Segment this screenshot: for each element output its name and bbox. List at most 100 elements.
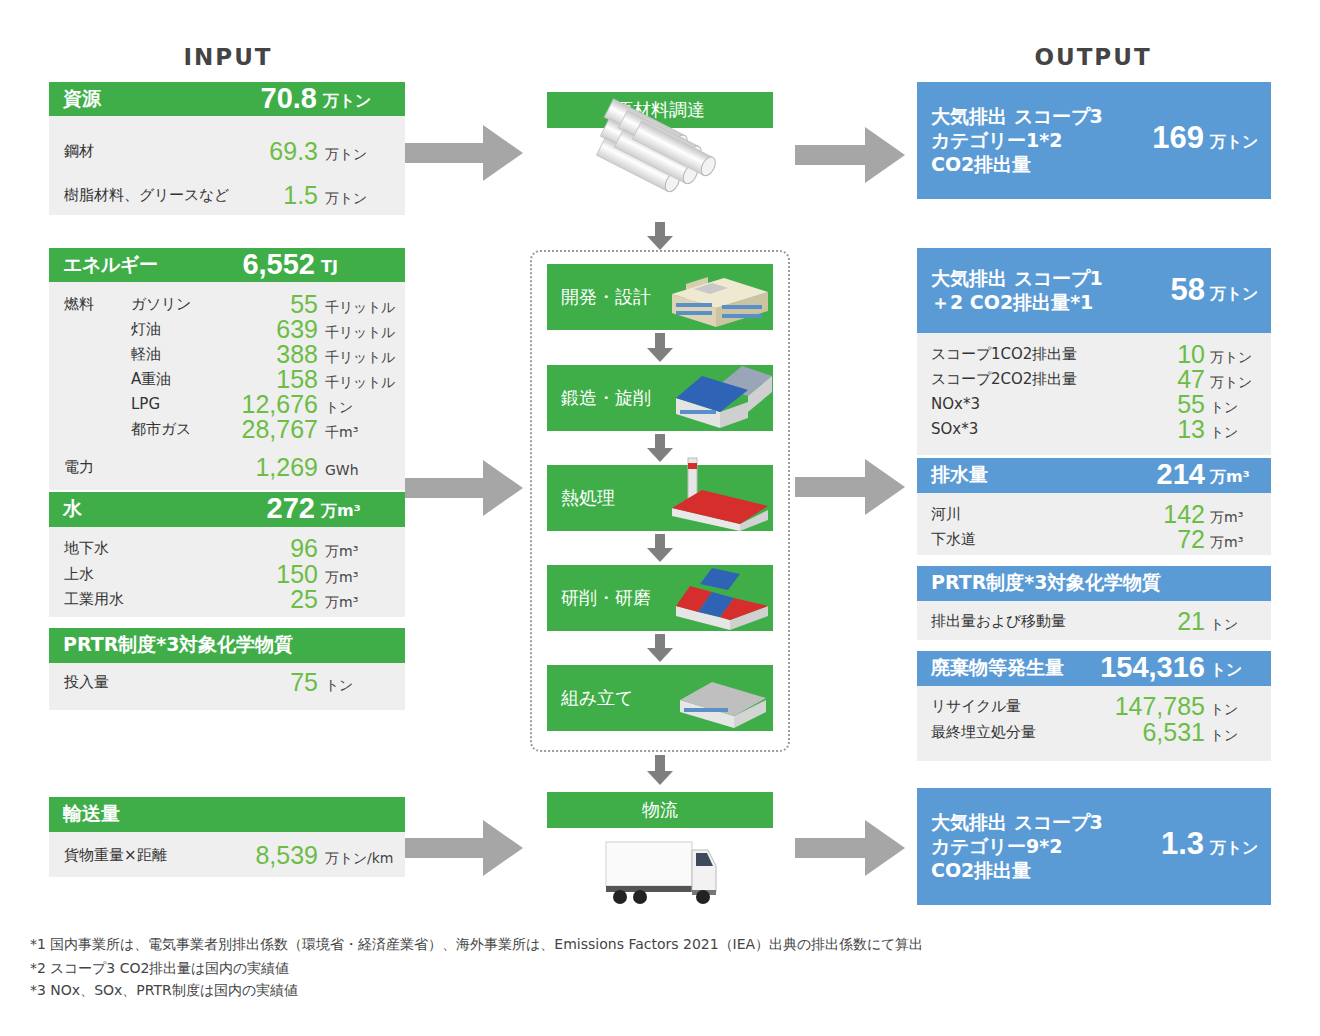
truck-illustration-part <box>633 890 647 904</box>
row-value: 147,785 <box>1115 692 1205 721</box>
footnote: *3 NOx、SOx、PRTR制度は国内の実績値 <box>30 982 298 998</box>
flow-arrow <box>655 534 665 548</box>
row-value: 12,676 <box>242 390 318 419</box>
header-unit: トン <box>1210 661 1242 679</box>
unit-label: トン <box>1210 399 1238 415</box>
unit-label: トン <box>325 399 353 415</box>
step-label: 開発・設計 <box>561 287 651 308</box>
row-label: SOx*3 <box>931 421 978 438</box>
flow-arrow <box>655 333 665 348</box>
row-label: A重油 <box>131 371 171 388</box>
header-title: PRTR制度*3対象化学物質 <box>63 634 293 656</box>
header-unit: TJ <box>321 258 338 276</box>
unit-label: トン <box>1210 616 1238 632</box>
row-value: 388 <box>276 340 318 369</box>
row-label: 貨物重量×距離 <box>64 847 167 864</box>
step-label: 鍛造・旋削 <box>561 388 651 409</box>
truck-illustration-part <box>613 890 627 904</box>
row-label: スコープ2CO2排出量 <box>931 371 1077 388</box>
row-value: 1.5 <box>283 181 318 210</box>
row-value: 6,531 <box>1142 718 1205 747</box>
step-label: 組み立て <box>561 688 633 709</box>
footnote: *1 国内事業所は、電気事業者別排出係数（環境省・経済産業省）、海外事業所は、E… <box>30 936 923 952</box>
pipe-illustration-part-part <box>632 121 712 175</box>
process-step: 組み立て <box>547 665 773 731</box>
unit-label: 千m³ <box>325 424 358 440</box>
output-panel: 河川142万m³下水道72万m³排水量214万m³ <box>917 458 1271 555</box>
row-label: 燃料 <box>64 296 94 313</box>
truck-illustration-part <box>696 853 713 866</box>
unit-label: 千リットル <box>325 299 395 315</box>
input-panel: 投入量 75 トン PRTR制度*3対象化学物質 <box>49 628 405 710</box>
process-step: 熱処理 <box>547 465 773 531</box>
row-label: NOx*3 <box>931 396 980 413</box>
pipe-illustration-part-part <box>684 144 704 167</box>
box-value: 58 <box>1171 272 1205 308</box>
unit-label: 万m³ <box>325 594 358 610</box>
box-title: 大気排出 スコープ3 カテゴリー1*2 CO2排出量 <box>931 104 1106 176</box>
row-value: 72 <box>1177 525 1205 554</box>
unit-label: 万トン/km <box>325 850 393 866</box>
output-header: 大気排出 スコープ1＋2 CO2排出量*158万トン <box>917 248 1271 333</box>
box-value: 1.3 <box>1161 826 1204 862</box>
box-unit: 万トン <box>1210 285 1258 303</box>
header-value: 214 <box>1157 458 1205 491</box>
unit-label: 万トン <box>325 190 367 206</box>
row-value: 75 <box>290 668 318 697</box>
row-label: 投入量 <box>64 674 109 691</box>
io-arrow <box>795 145 865 165</box>
header-title: 輸送量 <box>63 803 120 825</box>
output-panel: 排出量および移動量21トンPRTR制度*3対象化学物質 <box>917 566 1271 640</box>
input-panel: 貨物重量×距離8,539万トン/km輸送量 <box>49 797 405 877</box>
process-step: 研削・研磨 <box>547 565 773 631</box>
row-value: 150 <box>276 560 318 589</box>
input-panel: 地下水96万m³上水150万m³工業用水25万m³水272万m³ <box>49 492 405 617</box>
row-value: 96 <box>290 534 318 563</box>
unit-label: 千リットル <box>325 324 395 340</box>
unit-label: 万m³ <box>325 543 358 559</box>
output-box: 大気排出 スコープ3 カテゴリー9*2 CO2排出量1.3万トン <box>917 788 1271 905</box>
row-label: リサイクル量 <box>931 698 1021 715</box>
row-value: 639 <box>276 315 318 344</box>
unit-label: 万m³ <box>325 569 358 585</box>
row-value: 158 <box>276 365 318 394</box>
header-title: 排水量 <box>931 464 988 486</box>
io-arrow <box>405 838 483 858</box>
truck-illustration-part <box>692 850 716 892</box>
row-label: スコープ1CO2排出量 <box>931 346 1077 363</box>
io-arrow <box>405 143 483 163</box>
header-title: 水 <box>63 498 82 520</box>
truck-illustration-part <box>692 890 716 895</box>
box-unit: 万トン <box>1210 133 1258 151</box>
unit-label: 万m³ <box>1210 509 1243 525</box>
io-arrow <box>795 838 865 858</box>
pipe-illustration-part-part <box>614 129 694 183</box>
header-title: 廃棄物等発生量 <box>931 657 1064 679</box>
output-panel: スコープ1CO2排出量10万トンスコープ2CO2排出量47万トンNOx*355ト… <box>917 248 1271 455</box>
header-value: 154,316 <box>1100 651 1205 684</box>
input-header: 資源70.8万トン <box>49 82 405 116</box>
unit-label: 万トン <box>325 146 367 162</box>
unit-label: トン <box>1210 424 1238 440</box>
row-value: 142 <box>1163 500 1205 529</box>
row-label: 下水道 <box>931 531 976 548</box>
header-unit: 万トン <box>323 92 371 110</box>
unit-label: 万トン <box>1210 349 1252 365</box>
input-panel: 鋼材69.3万トン樹脂材料、グリースなど1.5万トン資源70.8万トン <box>49 82 405 215</box>
io-arrow <box>795 477 865 497</box>
input-panel: 燃料ガソリン55千リットル灯油639千リットル軽油388千リットルA重油158千… <box>49 248 405 490</box>
row-value: 21 <box>1177 607 1205 636</box>
unit-label: トン <box>325 677 353 693</box>
unit-label: 万トン <box>1210 374 1252 390</box>
pipe-illustration-part-part <box>680 163 700 186</box>
pipe-illustration-part-part <box>662 171 682 194</box>
box-title: 大気排出 スコープ3 カテゴリー9*2 CO2排出量 <box>931 810 1106 882</box>
output-panel: リサイクル量147,785トン最終埋立処分量6,531トン廃棄物等発生量154,… <box>917 651 1271 761</box>
row-label: 樹脂材料、グリースなど <box>64 187 229 204</box>
row-label: 工業用水 <box>64 591 124 608</box>
row-label: 軽油 <box>131 346 161 363</box>
stage-label: 物流 <box>642 800 678 821</box>
pipe-illustration-part-part <box>670 133 690 156</box>
header-unit: 万m³ <box>321 502 361 520</box>
